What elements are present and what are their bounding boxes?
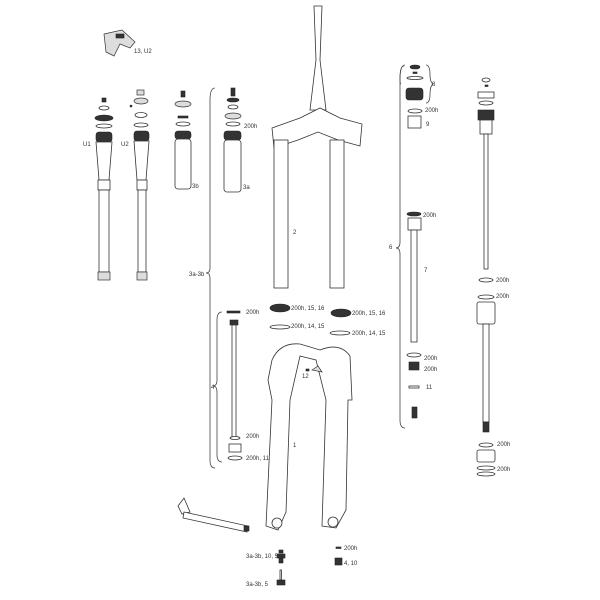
label-3b: 3b xyxy=(192,184,199,190)
cartridge-3a xyxy=(223,87,242,193)
label-11: 11 xyxy=(426,385,433,391)
cartridge-u1 xyxy=(94,97,114,281)
bracket-3a-3b xyxy=(205,87,216,469)
label-bolt-left-2: 3a-3b, 5 xyxy=(246,582,269,588)
foam-ring-right xyxy=(329,330,351,336)
label-bolt-right-ring: 200h xyxy=(344,546,357,552)
label-12: 12 xyxy=(302,374,309,380)
seal-left xyxy=(269,303,291,313)
label-3a-3b: 3a-3b xyxy=(189,272,205,278)
lower-legs-1 xyxy=(265,343,353,531)
label-7-200h: 200h xyxy=(423,213,436,219)
thru-axle xyxy=(177,497,250,533)
label-remote: 13, U2 xyxy=(134,49,152,55)
label-right-200h-a: 200h xyxy=(496,278,509,284)
label-u2: U2 xyxy=(121,142,129,148)
label-4: 4 xyxy=(211,385,215,391)
label-u1: U1 xyxy=(83,142,91,148)
label-seal-right-a: 200h, 15, 16 xyxy=(352,311,386,317)
air-spring-assembly xyxy=(476,77,496,477)
label-right-200h-c: 200h xyxy=(497,442,510,448)
shaft-assembly-4 xyxy=(226,310,243,461)
label-2: 2 xyxy=(293,230,297,236)
label-bolt-right: 4, 10 xyxy=(344,561,358,567)
label-seal-left-b: 200h, 14, 15 xyxy=(291,324,325,330)
label-1: 1 xyxy=(293,443,297,449)
label-3a: 3a xyxy=(243,185,250,191)
cartridge-u2 xyxy=(129,89,150,281)
label-4-top: 200h xyxy=(246,310,259,316)
label-seal-left-a: 200h, 15, 16 xyxy=(291,306,325,312)
cartridge-3b xyxy=(174,90,192,190)
damper-assembly-6 xyxy=(405,64,424,419)
bolt-left xyxy=(276,549,286,586)
crown-steerer-uppers xyxy=(271,5,363,289)
label-seal-right-b: 200h, 14, 15 xyxy=(352,331,386,337)
foam-ring-left xyxy=(269,324,291,330)
bracket-4 xyxy=(212,311,223,463)
label-4-200h: 200h xyxy=(246,434,259,440)
label-8: 8 xyxy=(432,82,436,88)
label-4-11: 200h, 11 xyxy=(246,456,270,462)
remote-lever-part xyxy=(103,29,136,57)
label-right-200h-b: 200h xyxy=(496,294,509,300)
label-7: 7 xyxy=(424,268,428,274)
label-3a-200h: 200h xyxy=(244,124,257,130)
label-bolt-left: 3a-3b, 10, 5 xyxy=(246,554,279,560)
label-6-200h-b: 200h xyxy=(424,367,437,373)
bolt-right xyxy=(334,546,343,566)
label-8-200h: 200h xyxy=(425,108,438,114)
label-9: 9 xyxy=(426,122,430,128)
label-6: 6 xyxy=(389,245,393,251)
label-right-200h-d: 200h xyxy=(497,467,510,473)
bracket-6 xyxy=(395,64,406,429)
label-6-200h-a: 200h xyxy=(424,356,437,362)
bracket-8-left xyxy=(399,65,405,85)
bracket-8 xyxy=(425,64,434,104)
seal-right xyxy=(330,308,352,318)
